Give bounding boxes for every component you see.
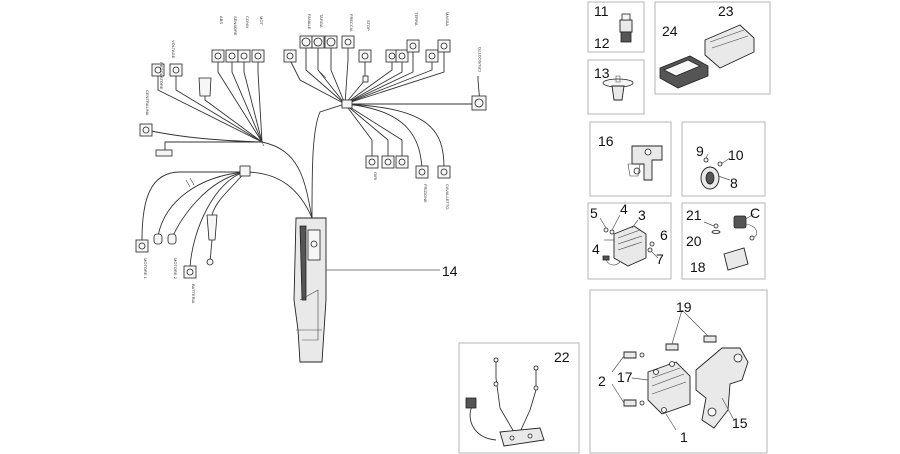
tag-mot: MOT xyxy=(259,16,264,25)
tag-massa: MASSA xyxy=(445,12,450,26)
harness-connectors xyxy=(135,35,487,279)
sensor-part xyxy=(703,213,758,271)
box-cable xyxy=(458,342,580,454)
tag-cavalletto: CAVALLETTO xyxy=(445,184,450,209)
box-sensor xyxy=(681,202,766,280)
harness-body xyxy=(293,217,440,363)
abs-unit-part xyxy=(611,309,749,431)
tag-cruscotto: CRUSCOTTO xyxy=(477,47,482,72)
box-ecu xyxy=(654,1,771,95)
callout-6: 6 xyxy=(660,227,668,243)
callout-7: 7 xyxy=(656,251,664,267)
tag-motore-2: MOTORE 2 xyxy=(173,258,178,280)
callout-13: 13 xyxy=(594,65,610,81)
regulator-part xyxy=(599,214,659,267)
box-bracket xyxy=(589,121,672,197)
tag-voltage: VOLTAGE xyxy=(171,40,176,59)
callout-15: 15 xyxy=(732,415,748,431)
cable-part xyxy=(465,357,545,447)
callout-1: 1 xyxy=(680,429,688,445)
callout-8: 8 xyxy=(730,175,738,191)
box-regulator xyxy=(587,202,672,280)
callout-12: 12 xyxy=(594,35,610,51)
tag-frizione: FRIZIONE xyxy=(423,184,428,203)
bracket-part xyxy=(627,145,663,181)
tag-centralina: CENTRALINA xyxy=(145,90,150,116)
tag-regolatore: REGOLATORE xyxy=(159,62,164,90)
tag-batteria: BATTERIA xyxy=(191,284,196,304)
callout-5: 5 xyxy=(590,205,598,221)
callout-17: 17 xyxy=(617,369,633,385)
callout-4-top: 4 xyxy=(620,201,628,217)
callout-21: 21 xyxy=(686,207,702,223)
tag-freccia: FRECCIA xyxy=(349,14,354,32)
callout-11: 11 xyxy=(594,3,609,19)
callout-2: 2 xyxy=(598,373,606,389)
tag-conn: CONN xyxy=(245,16,250,28)
box-abs-unit xyxy=(589,289,768,454)
callout-18: 18 xyxy=(690,259,706,275)
wiring-harness xyxy=(141,46,481,269)
tag-targa: TARGA xyxy=(319,14,324,28)
relay-part xyxy=(619,13,633,43)
callout-10: 10 xyxy=(728,147,744,163)
callout-3: 3 xyxy=(638,207,646,223)
tag-terra: TERRA xyxy=(414,12,419,26)
callout-14: 14 xyxy=(442,263,458,279)
callout-22: 22 xyxy=(554,349,570,365)
tag-sensore: SENSORE xyxy=(233,16,238,36)
tag-fanale: FANALE xyxy=(307,14,312,30)
callout-c: C xyxy=(750,205,760,221)
clip-part xyxy=(602,75,634,101)
tag-motore-1: MOTORE 1 xyxy=(143,258,148,280)
connector-tags: REGOLATORE VOLTAGE ABS SENSORE CONN MOT … xyxy=(143,12,482,304)
callout-numbers: 11 12 23 24 13 16 9 10 8 5 4 3 6 4 7 21 … xyxy=(442,3,760,445)
tag-giri: GIRI xyxy=(373,172,378,180)
callout-24: 24 xyxy=(662,23,678,39)
callout-4-bottom: 4 xyxy=(592,241,600,257)
tag-stop: STOP xyxy=(366,20,371,31)
box-horn xyxy=(681,121,766,197)
box-clip xyxy=(587,59,645,115)
callout-23: 23 xyxy=(718,3,734,19)
horn-part xyxy=(700,153,731,190)
callout-16: 16 xyxy=(598,133,614,149)
box-relay xyxy=(587,1,645,53)
ecu-part xyxy=(659,24,755,89)
callout-9: 9 xyxy=(696,143,704,159)
callout-19: 19 xyxy=(676,299,692,315)
callout-20: 20 xyxy=(686,233,702,249)
tag-abs: ABS xyxy=(219,16,224,24)
